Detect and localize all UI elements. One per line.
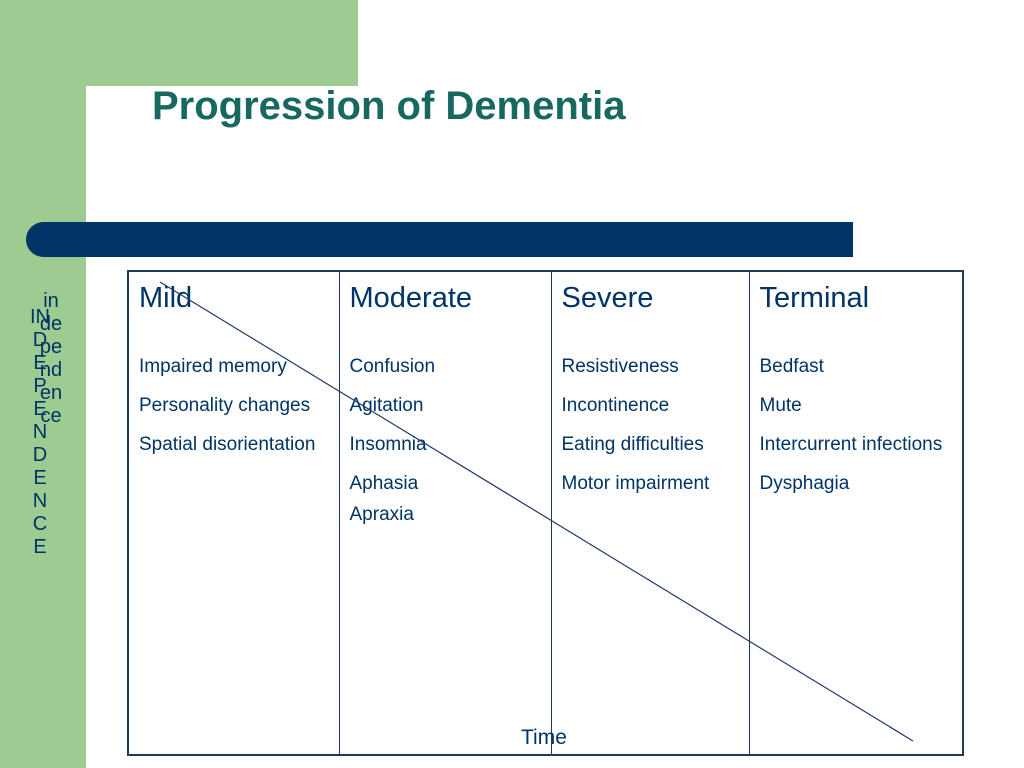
stage-item: Dysphagia <box>759 473 850 494</box>
white-top-area <box>358 0 1024 86</box>
vertical-label-independence-upper: INDEPENDENCE <box>30 306 50 558</box>
time-axis-label: Time <box>521 726 567 749</box>
stages-table: Mild Impaired memory Personality changes… <box>127 270 964 756</box>
stage-item: Aphasia <box>349 473 419 494</box>
stage-heading: Moderate <box>349 282 473 314</box>
stage-item: Resistiveness <box>561 356 679 377</box>
stage-cell-mild: Mild Impaired memory Personality changes… <box>127 270 340 756</box>
stage-cell-terminal: Terminal Bedfast Mute Intercurrent infec… <box>748 270 964 756</box>
stage-item: Insomnia <box>349 434 427 455</box>
stage-item: Spatial disorientation <box>139 434 316 455</box>
stage-item: Bedfast <box>759 356 824 377</box>
green-side-band <box>0 0 86 768</box>
stage-item: Incontinence <box>561 395 670 416</box>
stage-heading: Terminal <box>759 282 870 314</box>
stage-cell-severe: Severe Resistiveness Incontinence Eating… <box>550 270 750 756</box>
table-row: Mild Impaired memory Personality changes… <box>127 270 964 756</box>
stage-item: Motor impairment <box>561 473 710 494</box>
slide-title: Progression of Dementia <box>152 84 626 128</box>
stage-item: Apraxia <box>349 504 414 525</box>
stage-heading: Severe <box>561 282 654 314</box>
stage-item: Impaired memory <box>139 356 287 377</box>
stage-item: Intercurrent infections <box>759 434 943 455</box>
stage-item: Agitation <box>349 395 424 416</box>
stage-item: Personality changes <box>139 395 311 416</box>
vertical-label-independence-lower: independence <box>39 290 63 427</box>
stage-item: Mute <box>759 395 802 416</box>
stage-heading: Mild <box>139 282 193 314</box>
stage-item: Confusion <box>349 356 436 377</box>
stage-cell-moderate: Moderate Confusion Agitation Insomnia Ap… <box>338 270 552 756</box>
stage-item: Eating difficulties <box>561 434 704 455</box>
title-underline-bar <box>26 222 853 257</box>
